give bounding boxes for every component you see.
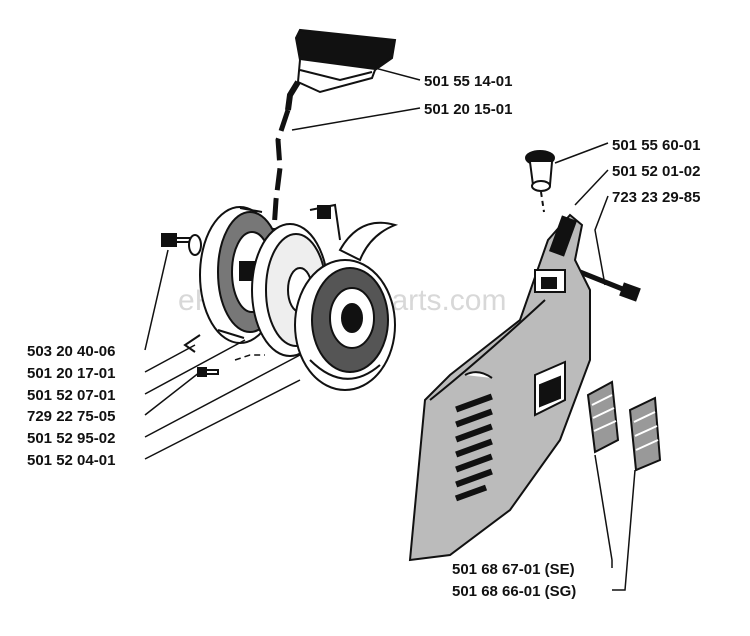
label-spring-cassette: 501 52 95-02 bbox=[27, 430, 115, 447]
label-screw: 503 20 40-06 bbox=[27, 343, 115, 360]
small-screw-drawing bbox=[197, 367, 219, 377]
label-screen-sg: 501 68 66-01 (SG) bbox=[452, 583, 576, 600]
cover-vent-slots bbox=[454, 393, 493, 502]
label-handle-cover: 501 55 14-01 bbox=[424, 73, 512, 90]
label-starter-rope: 501 20 15-01 bbox=[424, 101, 512, 118]
screen-sg-drawing bbox=[628, 396, 662, 472]
leader-lines bbox=[144, 67, 636, 591]
screw-drawing bbox=[161, 233, 202, 256]
label-small-screw: 729 22 75-05 bbox=[27, 408, 115, 425]
label-cover-screw: 723 23 29-85 bbox=[612, 189, 700, 206]
screen-se-drawing bbox=[586, 380, 620, 454]
label-pulley: 501 52 07-01 bbox=[27, 387, 115, 404]
cap-drawing bbox=[525, 150, 555, 192]
label-cap: 501 55 60-01 bbox=[612, 137, 700, 154]
label-screen-se: 501 68 67-01 (SE) bbox=[452, 561, 575, 578]
label-flywheel-pawl: 501 52 04-01 bbox=[27, 452, 115, 469]
starter-handle-drawing bbox=[285, 28, 397, 111]
cover-screw-drawing bbox=[579, 269, 641, 302]
spring-cassette-drawing bbox=[294, 221, 399, 391]
label-bushing: 501 52 01-02 bbox=[612, 163, 700, 180]
cap-axis-dash bbox=[540, 191, 545, 213]
starter-rope-drawing bbox=[271, 109, 291, 231]
starter-cover-drawing bbox=[408, 213, 591, 562]
label-spring: 501 20 17-01 bbox=[27, 365, 115, 382]
assembly-dash bbox=[234, 354, 265, 361]
